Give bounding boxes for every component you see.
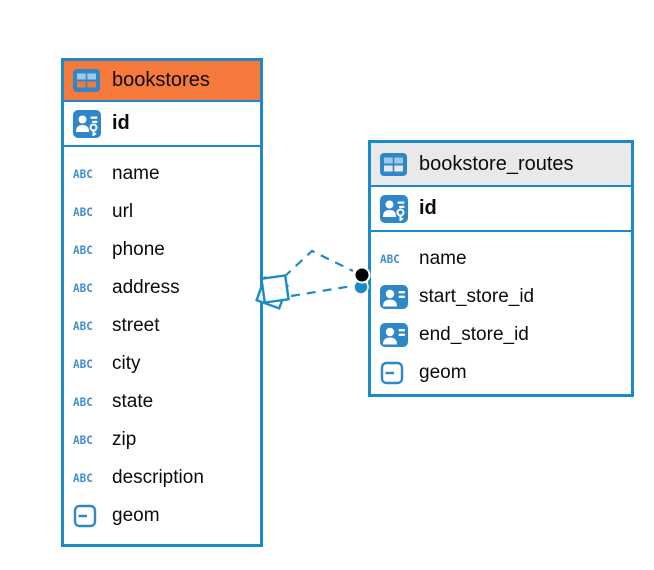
table-header[interactable]: bookstore_routes bbox=[371, 143, 631, 187]
field-label: start_store_id bbox=[419, 286, 535, 307]
relationship-line-lower[interactable] bbox=[290, 284, 353, 298]
text-icon: ABC bbox=[73, 243, 93, 257]
field-row[interactable]: ABC address bbox=[73, 269, 251, 307]
field-label: id bbox=[112, 112, 130, 134]
field-label: geom bbox=[112, 505, 160, 526]
table-icon bbox=[380, 152, 407, 176]
relationship-line-upper[interactable] bbox=[283, 249, 354, 278]
geometry-icon bbox=[73, 504, 97, 528]
text-icon: ABC bbox=[73, 433, 93, 447]
primary-key-row[interactable]: id bbox=[371, 187, 631, 232]
text-icon: ABC bbox=[73, 167, 93, 181]
table-title: bookstore_routes bbox=[419, 152, 574, 175]
field-row[interactable]: ABC state bbox=[73, 383, 251, 421]
field-row[interactable]: start_store_id bbox=[380, 278, 622, 316]
field-row[interactable]: geom bbox=[380, 354, 622, 392]
field-row[interactable]: end_store_id bbox=[380, 316, 622, 354]
field-label: name bbox=[112, 163, 160, 184]
text-icon: ABC bbox=[73, 357, 93, 371]
field-row[interactable]: ABC city bbox=[73, 345, 251, 383]
field-row[interactable]: geom bbox=[73, 497, 251, 535]
table-bookstores[interactable]: bookstores id ABC name ABC url ABC phone… bbox=[61, 58, 263, 547]
field-row[interactable]: ABC phone bbox=[73, 231, 251, 269]
text-icon: ABC bbox=[73, 205, 93, 219]
field-label: end_store_id bbox=[419, 324, 529, 345]
field-row[interactable]: ABC name bbox=[380, 240, 622, 278]
geometry-icon bbox=[380, 361, 404, 385]
table-bookstore-routes[interactable]: bookstore_routes id ABC name start_store… bbox=[368, 140, 634, 397]
person-ref-icon bbox=[380, 323, 408, 347]
field-label: geom bbox=[419, 362, 467, 383]
field-label: zip bbox=[112, 429, 137, 450]
text-icon: ABC bbox=[73, 395, 93, 409]
field-row[interactable]: ABC description bbox=[73, 459, 251, 497]
field-label: state bbox=[112, 391, 154, 412]
text-icon: ABC bbox=[73, 281, 93, 295]
field-label: street bbox=[112, 315, 160, 336]
field-label: description bbox=[112, 467, 204, 488]
field-label: url bbox=[112, 201, 134, 222]
primary-key-row[interactable]: id bbox=[64, 102, 260, 147]
field-label: phone bbox=[112, 239, 165, 260]
field-row[interactable]: ABC url bbox=[73, 193, 251, 231]
field-label: id bbox=[419, 197, 437, 219]
text-icon: ABC bbox=[380, 252, 400, 266]
text-icon: ABC bbox=[73, 319, 93, 333]
table-header[interactable]: bookstores bbox=[64, 61, 260, 102]
field-label: address bbox=[112, 277, 180, 298]
column-list: ABC name start_store_id end_store_id geo… bbox=[371, 232, 631, 398]
field-row[interactable]: ABC name bbox=[73, 155, 251, 193]
field-label: city bbox=[112, 353, 141, 374]
field-row[interactable]: ABC street bbox=[73, 307, 251, 345]
text-icon: ABC bbox=[73, 471, 93, 485]
field-label: name bbox=[419, 248, 467, 269]
person-key-icon bbox=[380, 194, 408, 223]
field-row[interactable]: ABC zip bbox=[73, 421, 251, 459]
person-ref-icon bbox=[380, 285, 408, 309]
column-list: ABC name ABC url ABC phone ABC address A… bbox=[64, 147, 260, 541]
table-icon bbox=[73, 69, 100, 92]
table-title: bookstores bbox=[112, 69, 210, 91]
person-key-icon bbox=[73, 109, 101, 138]
